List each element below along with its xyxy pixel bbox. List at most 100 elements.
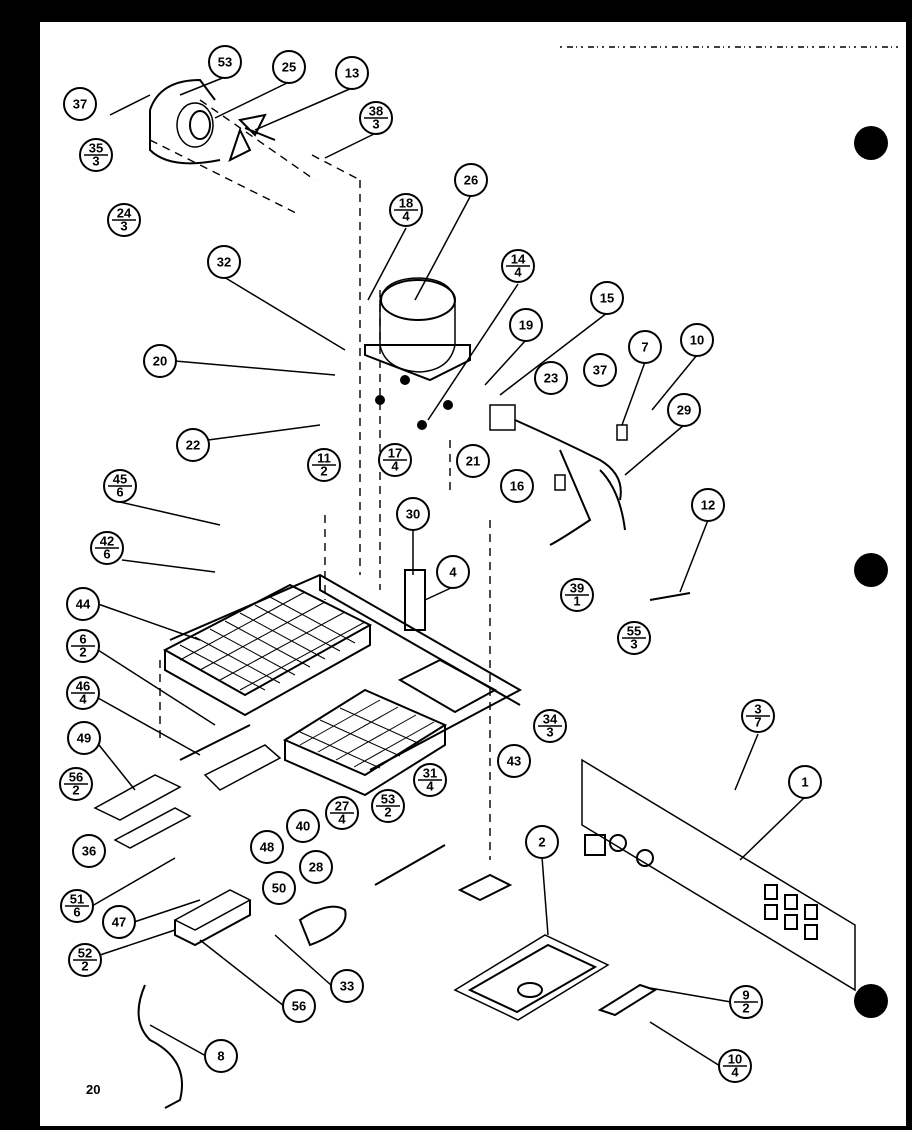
- callout-part-number: 33: [340, 978, 354, 993]
- callout-56-2: 562: [59, 767, 93, 801]
- callout-29: 29: [667, 393, 701, 427]
- binder-hole-bottom: [854, 984, 888, 1018]
- callout-part-number: 10: [690, 332, 704, 347]
- callout-part-number: 10: [728, 1051, 742, 1066]
- condenser-coil-right: [282, 688, 448, 797]
- callout-1: 1: [788, 765, 822, 799]
- callout-part-number: 13: [345, 65, 359, 80]
- callout-part-number: 49: [77, 730, 91, 745]
- callout-28: 28: [299, 850, 333, 884]
- callout-part-number: 26: [464, 172, 478, 187]
- callout-part-number: 15: [600, 290, 614, 305]
- callout-quantity: 6: [103, 546, 110, 561]
- condenser-coil-left: [162, 583, 373, 717]
- callout-2: 2: [525, 825, 559, 859]
- callout-13: 13: [335, 56, 369, 90]
- callout-quantity: 3: [120, 218, 127, 233]
- callout-25: 25: [272, 50, 306, 84]
- drain-heater-parts: [93, 744, 347, 1109]
- callout-part-number: 7: [641, 339, 648, 354]
- callout-quantity: 6: [73, 904, 80, 919]
- callout-part-number: 51: [70, 891, 84, 906]
- callout-51-6: 516: [60, 889, 94, 923]
- callout-15: 15: [590, 281, 624, 315]
- callout-part-number: 17: [388, 445, 402, 460]
- callout-part-number: 43: [507, 753, 521, 768]
- callout-35-3: 353: [79, 138, 113, 172]
- callout-17-4: 174: [378, 443, 412, 477]
- callout-part-number: 39: [570, 580, 584, 595]
- callout-quantity: 6: [116, 484, 123, 499]
- callout-part-number: 22: [186, 437, 200, 452]
- callout-part-number: 34: [543, 711, 558, 726]
- diagram-sheet: [40, 22, 906, 1126]
- callout-34-3: 343: [533, 709, 567, 743]
- callout-part-number: 23: [544, 370, 558, 385]
- callout-36: 36: [72, 834, 106, 868]
- callout-part-number: 8: [217, 1048, 224, 1063]
- callout-part-number: 35: [89, 140, 103, 155]
- callout-part-number: 29: [677, 402, 691, 417]
- callout-46-4: 464: [66, 676, 100, 710]
- callout-part-number: 4: [449, 564, 457, 579]
- callout-26: 26: [454, 163, 488, 197]
- callout-part-number: 53: [218, 54, 232, 69]
- compressor: [311, 154, 471, 590]
- callout-part-number: 11: [317, 450, 331, 465]
- callout-part-number: 36: [82, 843, 96, 858]
- callout-16: 16: [500, 469, 534, 503]
- callout-21: 21: [456, 444, 490, 478]
- callout-55-3: 553: [617, 621, 651, 655]
- callout-part-number: 50: [272, 880, 286, 895]
- callout-53: 53: [208, 45, 242, 79]
- callout-39-1: 391: [560, 578, 594, 612]
- callout-14-4: 144: [501, 249, 535, 283]
- fan-motor-assembly: [109, 78, 316, 216]
- callout-27-4: 274: [325, 796, 359, 830]
- leader-lines: [91, 76, 806, 1067]
- callout-quantity: 3: [372, 116, 379, 131]
- callout-45-6: 456: [103, 469, 137, 503]
- callout-part-number: 14: [511, 251, 526, 266]
- callout-50: 50: [262, 871, 296, 905]
- callout-part-number: 16: [510, 478, 524, 493]
- callout-part-number: 28: [309, 859, 323, 874]
- page-number: 20: [86, 1082, 101, 1097]
- callout-quantity: 2: [72, 782, 79, 797]
- callout-10: 10: [680, 323, 714, 357]
- callout-quantity: 2: [320, 463, 327, 478]
- callout-part-number: 25: [282, 59, 296, 74]
- callout-part-number: 27: [335, 798, 349, 813]
- callout-6-2: 62: [66, 629, 100, 663]
- callout-44: 44: [66, 587, 100, 621]
- callout-18-4: 184: [389, 193, 423, 227]
- callout-quantity: 2: [384, 804, 391, 819]
- callout-part-number: 52: [78, 945, 92, 960]
- callout-43: 43: [497, 744, 531, 778]
- callout-part-number: 31: [423, 765, 437, 780]
- binder-hole-middle: [854, 553, 888, 587]
- callout-quantity: 3: [630, 636, 637, 651]
- callout-part-number: 53: [381, 791, 395, 806]
- callout-37: 37: [583, 353, 617, 387]
- callout-part-number: 46: [76, 678, 90, 693]
- callout-quantity: 4: [391, 458, 399, 473]
- callout-part-number: 56: [292, 998, 306, 1013]
- callout-10-4: 104: [718, 1049, 752, 1083]
- callout-part-number: 37: [73, 96, 87, 111]
- callout-quantity: 3: [546, 724, 553, 739]
- callout-part-number: 9: [742, 987, 749, 1002]
- callout-56: 56: [282, 989, 316, 1023]
- callout-quantity: 4: [426, 778, 434, 793]
- callout-part-number: 40: [296, 818, 310, 833]
- callout-33: 33: [330, 969, 364, 1003]
- machine-access-panel: [581, 758, 856, 1017]
- callout-12: 12: [691, 488, 725, 522]
- callout-53-2: 532: [371, 789, 405, 823]
- callout-49: 49: [67, 721, 101, 755]
- callout-part-number: 6: [79, 631, 86, 646]
- callout-24-3: 243: [107, 203, 141, 237]
- callout-42-6: 426: [90, 531, 124, 565]
